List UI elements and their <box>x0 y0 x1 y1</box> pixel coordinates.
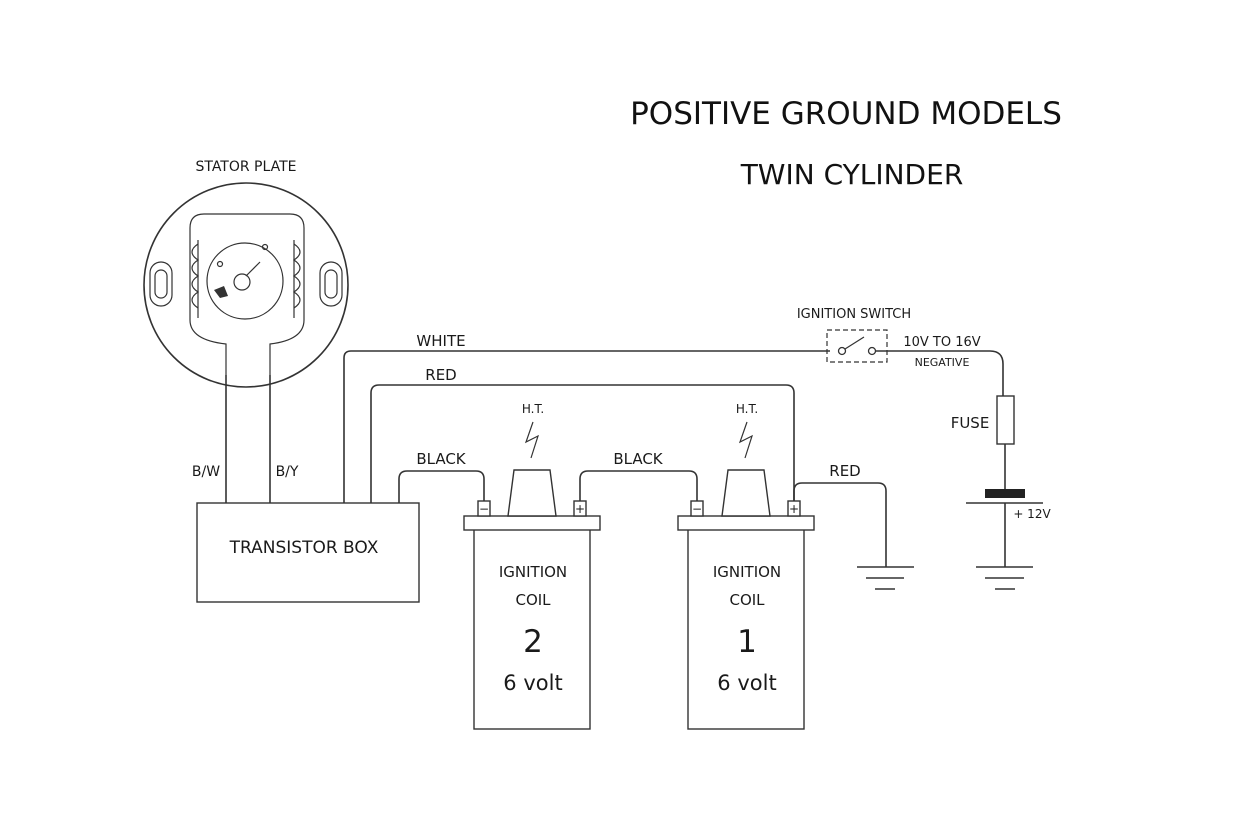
ignition-switch: IGNITION SWITCH <box>797 307 911 363</box>
wire-red-ground <box>793 482 887 567</box>
battery-icon: + 12V <box>966 489 1051 521</box>
fuse-label: FUSE <box>951 414 990 432</box>
diagram-title: POSITIVE GROUND MODELS <box>630 96 1062 132</box>
wire-red-ground-label: RED <box>829 462 860 480</box>
supply-range-label: 10V TO 16V <box>903 335 980 350</box>
ground-icon <box>857 566 914 590</box>
ignition-coil-1: − + H.T. IGNITION COIL 1 6 volt <box>677 402 815 730</box>
coil-2-line1: IGNITION <box>499 563 567 581</box>
wire-white-label: WHITE <box>416 332 465 350</box>
coil-1-positive-terminal: + <box>789 502 799 516</box>
ground-icon <box>976 566 1033 590</box>
wire-bw-label: B/W <box>192 464 220 480</box>
coil-2-number: 2 <box>523 624 543 660</box>
coil-2-positive-terminal: + <box>575 502 585 516</box>
diagram-subtitle: TWIN CYLINDER <box>740 158 964 191</box>
coil-2-negative-terminal: − <box>479 502 489 516</box>
spark-icon <box>524 421 540 459</box>
coil-2-line2: COIL <box>515 591 551 609</box>
coil-1-line2: COIL <box>729 591 765 609</box>
wire-black-1 <box>398 470 485 505</box>
ignition-coil-2: − + H.T. IGNITION COIL 2 6 volt <box>463 402 601 730</box>
stator-plate-label: STATOR PLATE <box>195 159 296 175</box>
stator-plate: STATOR PLATE <box>143 159 349 503</box>
transistor-box: TRANSISTOR BOX <box>196 502 420 603</box>
wire-red-top <box>370 384 795 505</box>
coil-1-negative-terminal: − <box>692 502 702 516</box>
coil-1-ht-label: H.T. <box>736 402 758 416</box>
stator-logo-icon <box>214 286 228 298</box>
wire-black-2-label: BLACK <box>613 450 663 468</box>
fuse: FUSE <box>951 395 1015 445</box>
coil-2-ht-label: H.T. <box>522 402 544 416</box>
spark-icon <box>738 421 754 459</box>
wire-black-1-label: BLACK <box>416 450 466 468</box>
wire-black-2 <box>579 470 698 505</box>
transistor-box-label: TRANSISTOR BOX <box>229 538 379 558</box>
wire-supply <box>876 350 1004 396</box>
coil-1-line1: IGNITION <box>713 563 781 581</box>
wire-by-label: B/Y <box>276 464 299 480</box>
battery-label: + 12V <box>1013 507 1051 521</box>
coil-1-number: 1 <box>737 624 757 660</box>
supply-polarity-label: NEGATIVE <box>915 356 970 369</box>
coil-2-voltage: 6 volt <box>503 671 562 695</box>
wire-white <box>343 350 830 503</box>
wire-red-top-label: RED <box>425 366 456 384</box>
coil-1-voltage: 6 volt <box>717 671 776 695</box>
ignition-switch-label: IGNITION SWITCH <box>797 307 911 322</box>
